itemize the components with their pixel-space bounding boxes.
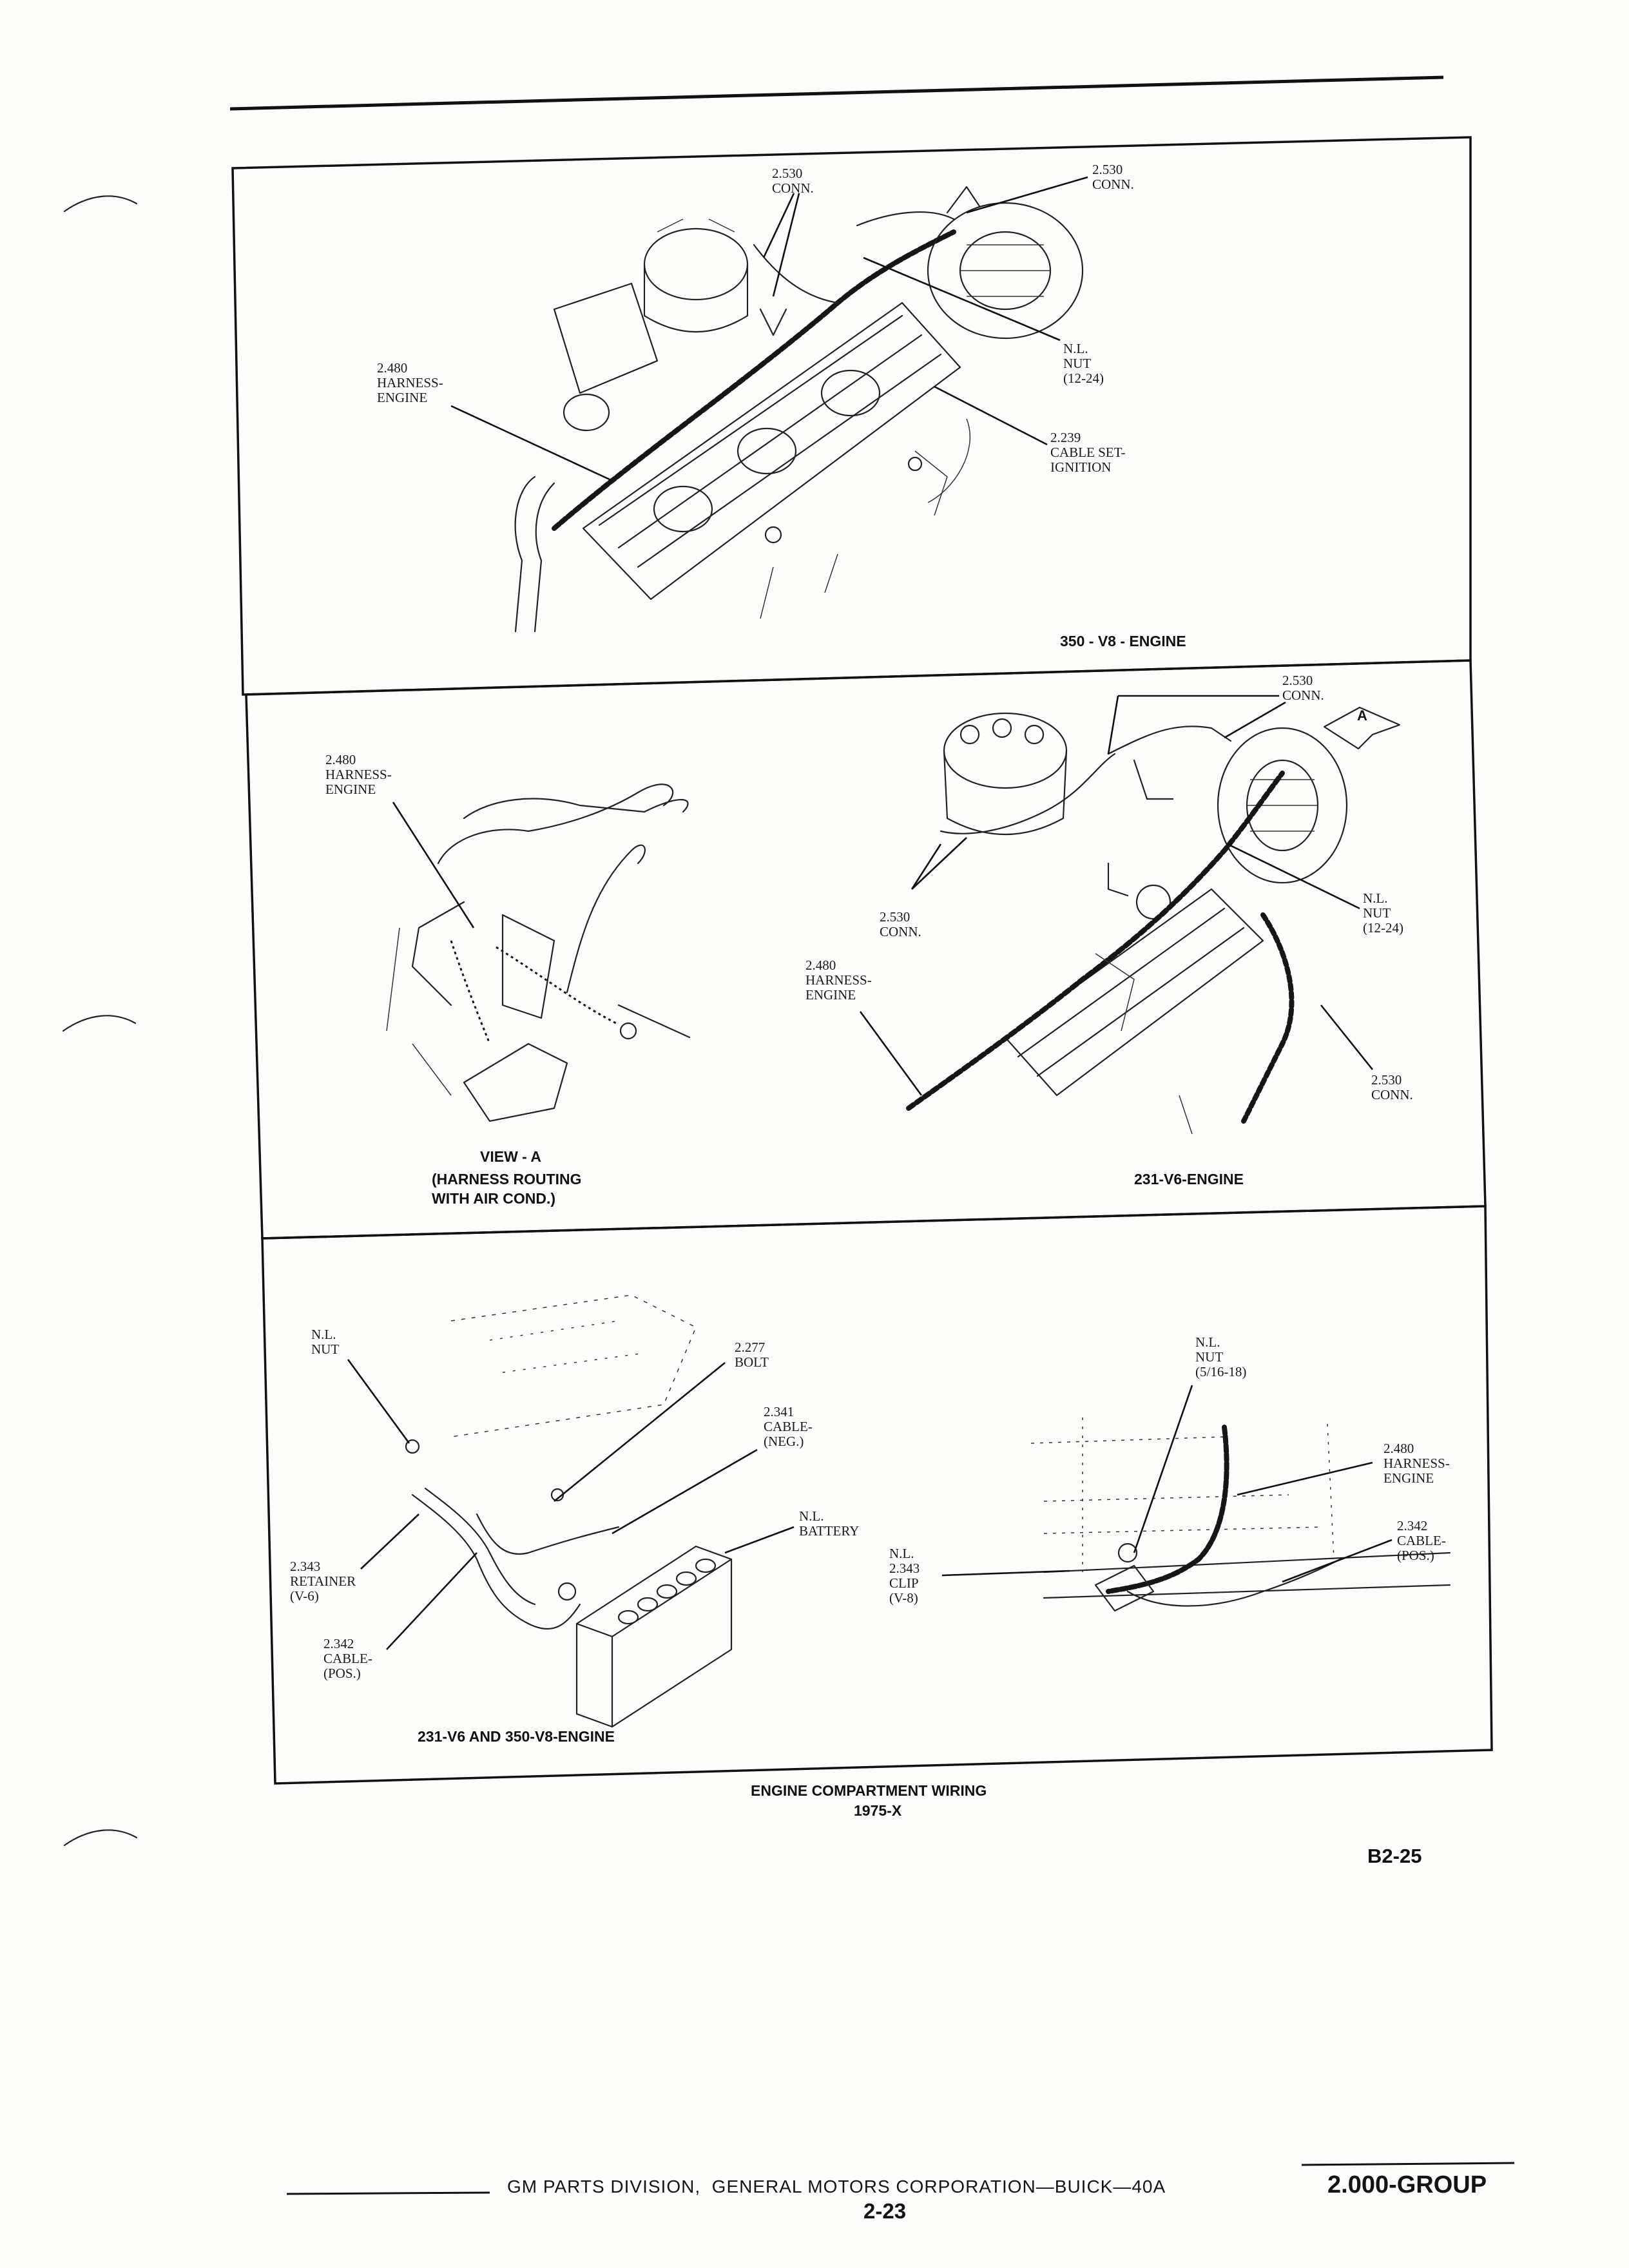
v6-panel-caption: 231-V6-ENGINE <box>1134 1171 1244 1187</box>
battery-callout: N.L. BATTERY <box>799 1508 860 1539</box>
v8-panel-caption: 350 - V8 - ENGINE <box>1060 633 1186 649</box>
figure-frame <box>231 136 1493 1785</box>
footer-rule-right <box>1301 2162 1515 2166</box>
battery-cable-neg-callout: 2.341 CABLE- (NEG.) <box>764 1404 813 1449</box>
view-a-caption-title: VIEW - A <box>480 1148 541 1165</box>
v8-cable-set-callout: 2.239 CABLE SET- IGNITION <box>1050 430 1126 475</box>
footer-group: 2.000-GROUP <box>1327 2171 1487 2198</box>
v6-harness-callout: 2.480 HARNESS- ENGINE <box>805 957 872 1003</box>
figure-title: ENGINE COMPARTMENT WIRING <box>751 1782 987 1799</box>
v6-engine-illustration <box>906 706 1401 1135</box>
battery-illustration <box>405 1294 733 1728</box>
battery-nut-callout: N.L. NUT <box>311 1327 340 1357</box>
v8-harness-callout: 2.480 HARNESS- ENGINE <box>377 360 443 405</box>
detail-nut-callout: N.L. NUT (5/16-18) <box>1195 1334 1247 1379</box>
footer-rule-left <box>286 2191 490 2195</box>
battery-cable-pos-callout: 2.342 CABLE- (POS.) <box>323 1636 372 1681</box>
v6-nut-callout: N.L. NUT (12-24) <box>1363 890 1403 936</box>
clip-detail-illustration <box>1030 1418 1451 1612</box>
v8-conn-right-callout: 2.530 CONN. <box>1092 162 1134 192</box>
view-a-harness-callout: 2.480 HARNESS- ENGINE <box>325 752 392 797</box>
detail-harness-callout: 2.480 HARNESS- ENGINE <box>1383 1441 1450 1486</box>
header-rule <box>229 75 1444 111</box>
figure-subtitle: 1975-X <box>854 1802 902 1819</box>
v8-engine-illustration <box>514 186 1084 633</box>
v6-conn-top-callout: 2.530 CONN. <box>1282 673 1324 703</box>
view-a-marker: A <box>1357 707 1367 724</box>
punch-mark-bottom <box>63 1829 138 1847</box>
battery-bolt-callout: 2.277 BOLT <box>735 1340 769 1370</box>
battery-retainer-callout: 2.343 RETAINER (V-6) <box>290 1559 356 1604</box>
battery-leader-lines <box>347 1359 795 1650</box>
detail-clip-callout: N.L. 2.343 CLIP (V-8) <box>889 1546 920 1606</box>
v8-conn-left-callout: 2.530 CONN. <box>772 166 814 196</box>
footer-publisher: GM PARTS DIVISION, GENERAL MOTORS CORPOR… <box>507 2177 1166 2196</box>
view-a-illustration <box>386 783 691 1122</box>
v8-nut-callout: N.L. NUT (12-24) <box>1063 341 1104 386</box>
v6-conn-left-callout: 2.530 CONN. <box>880 909 921 939</box>
figure-code: B2-25 <box>1367 1845 1422 1867</box>
punch-mark-top <box>63 195 138 213</box>
view-a-caption-note: (HARNESS ROUTING WITH AIR COND.) <box>432 1171 582 1207</box>
v8-leader-lines <box>450 176 1088 481</box>
detail-leader-lines <box>941 1385 1393 1583</box>
detail-cable-pos-callout: 2.342 CABLE- (POS.) <box>1397 1518 1446 1563</box>
view-a-harness-leader <box>392 802 475 928</box>
footer-page-number: 2-23 <box>863 2199 907 2223</box>
v6-conn-bottom-callout: 2.530 CONN. <box>1371 1072 1413 1102</box>
punch-mark-middle <box>62 1015 137 1032</box>
v6-leader-lines <box>859 695 1374 1096</box>
battery-panel-caption: 231-V6 AND 350-V8-ENGINE <box>418 1728 615 1745</box>
